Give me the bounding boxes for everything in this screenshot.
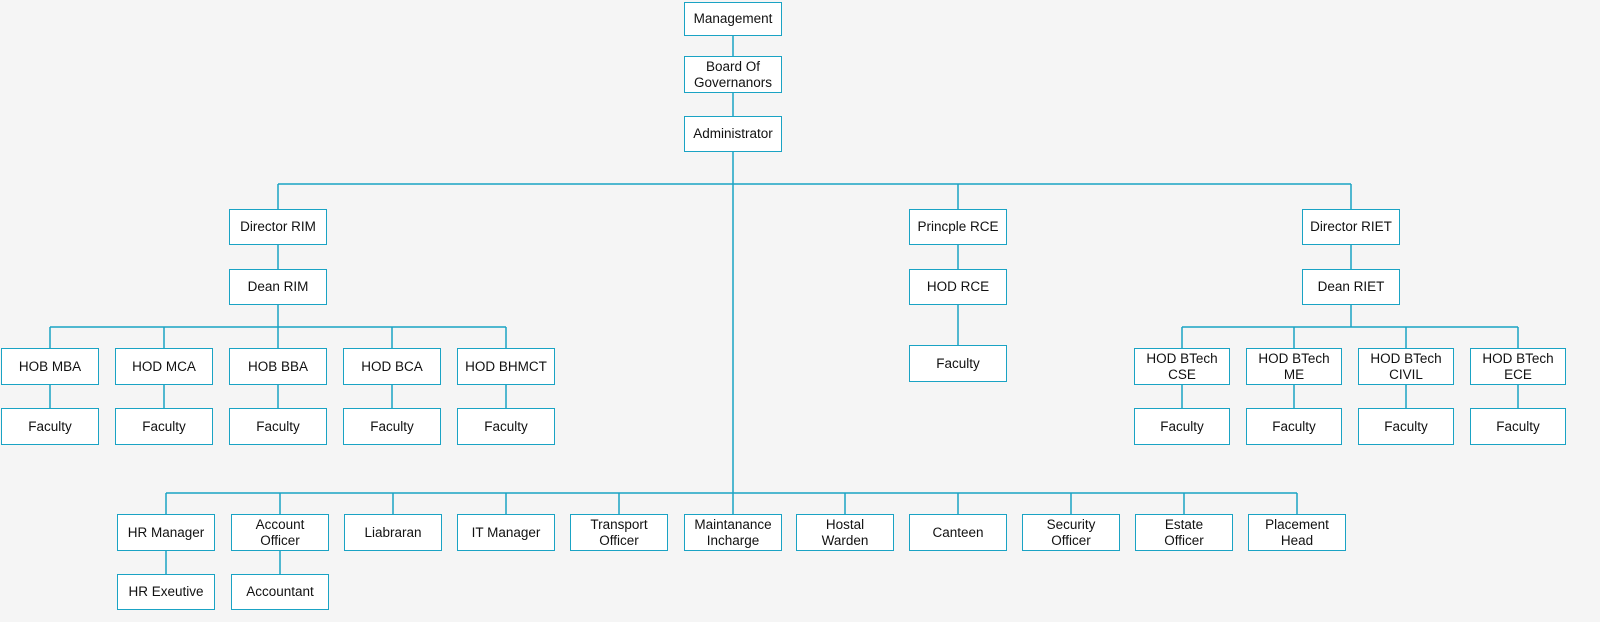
node-hod-btech-ece: HOD BTech ECE [1470, 348, 1566, 385]
node-administrator: Administrator [684, 116, 782, 152]
node-hob-mba: HOB MBA [1, 348, 99, 385]
node-transport-officer: Transport Officer [570, 514, 668, 551]
node-principle-rce: Princple RCE [909, 209, 1007, 245]
node-director-rim: Director RIM [229, 209, 327, 245]
node-hod-btech-cse: HOD BTech CSE [1134, 348, 1230, 385]
node-dean-riet: Dean RIET [1302, 269, 1400, 305]
node-board-of-governors: Board Of Governanors [684, 56, 782, 93]
node-faculty-mba: Faculty [1, 408, 99, 445]
node-hod-btech-civil: HOD BTech CIVIL [1358, 348, 1454, 385]
node-faculty-civil: Faculty [1358, 408, 1454, 445]
node-hod-btech-me: HOD BTech ME [1246, 348, 1342, 385]
node-hr-manager: HR Manager [117, 514, 215, 551]
node-hod-mca: HOD MCA [115, 348, 213, 385]
node-faculty-bba: Faculty [229, 408, 327, 445]
node-maintanance-incharge: Maintanance Incharge [684, 514, 782, 551]
node-faculty-bca: Faculty [343, 408, 441, 445]
node-canteen: Canteen [909, 514, 1007, 551]
node-faculty-ece: Faculty [1470, 408, 1566, 445]
node-hod-rce: HOD RCE [909, 269, 1007, 305]
node-faculty-me: Faculty [1246, 408, 1342, 445]
node-it-manager: IT Manager [457, 514, 555, 551]
node-hod-bca: HOD BCA [343, 348, 441, 385]
node-hr-exeutive: HR Exeutive [117, 574, 215, 610]
node-faculty-bhmct: Faculty [457, 408, 555, 445]
node-faculty-cse: Faculty [1134, 408, 1230, 445]
node-liabraran: Liabraran [344, 514, 442, 551]
node-security-officer: Security Officer [1022, 514, 1120, 551]
node-management: Management [684, 2, 782, 36]
node-faculty-mca: Faculty [115, 408, 213, 445]
node-estate-officer: Estate Officer [1135, 514, 1233, 551]
node-director-riet: Director RIET [1302, 209, 1400, 245]
node-faculty-rce: Faculty [909, 345, 1007, 382]
node-hostal-warden: Hostal Warden [796, 514, 894, 551]
node-dean-rim: Dean RIM [229, 269, 327, 305]
node-placement-head: Placement Head [1248, 514, 1346, 551]
node-hod-bhmct: HOD BHMCT [457, 348, 555, 385]
node-accountant: Accountant [231, 574, 329, 610]
node-hob-bba: HOB BBA [229, 348, 327, 385]
node-account-officer: Account Officer [231, 514, 329, 551]
